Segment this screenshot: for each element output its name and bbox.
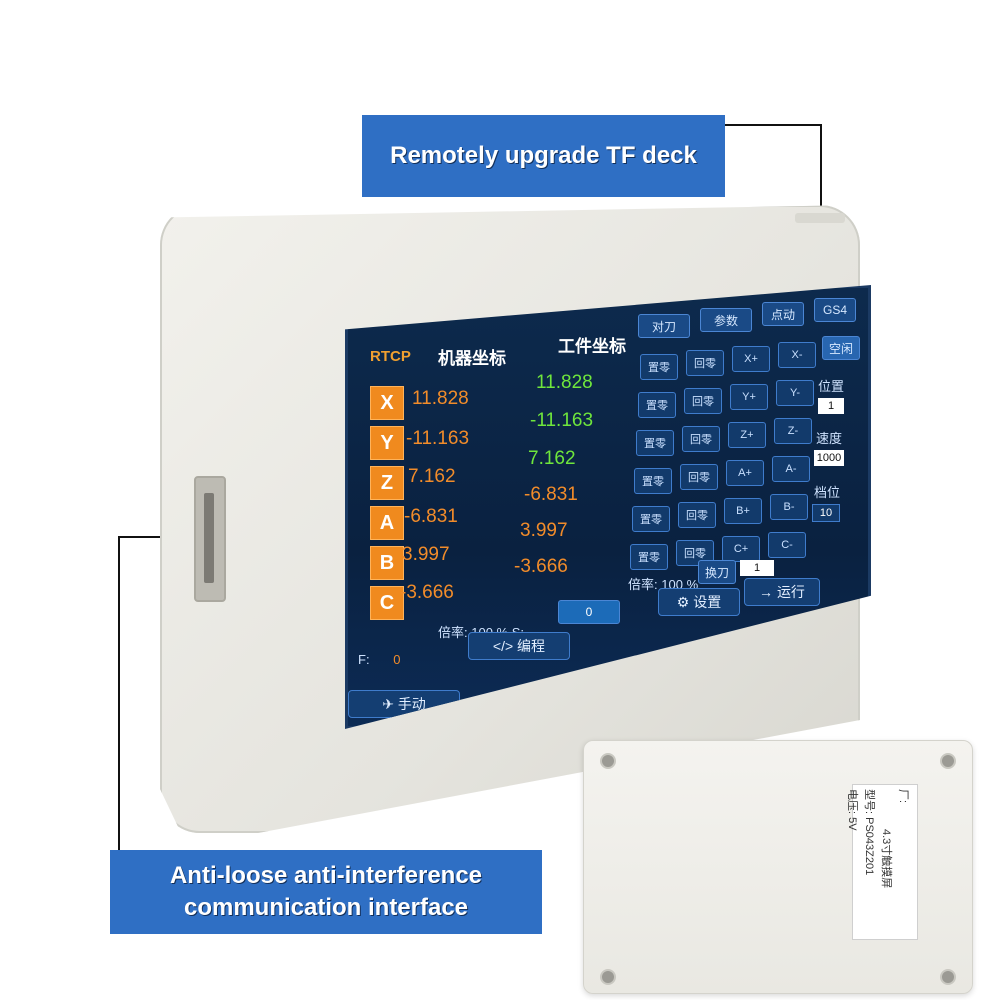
program-button[interactable]: </> 编程 bbox=[468, 632, 570, 660]
label-line-1: 厂: bbox=[897, 789, 909, 804]
product-label: 厂: 4.3寸触摸屏 型号: PS043Z201 电压: 5V bbox=[846, 784, 918, 940]
top-button-params[interactable]: 参数 bbox=[700, 308, 752, 332]
btn-zero-x[interactable]: 置零 bbox=[640, 354, 678, 380]
machine-value-x: 11.828 bbox=[412, 388, 469, 409]
btn-home-x[interactable]: 回零 bbox=[686, 350, 724, 376]
axis-label-a: A bbox=[370, 506, 404, 540]
btn-zero-b[interactable]: 置零 bbox=[632, 506, 670, 532]
leader-line-top-v bbox=[820, 124, 822, 218]
top-button-tool-set[interactable]: 对刀 bbox=[638, 314, 690, 338]
gear-label: 档位 bbox=[814, 485, 841, 500]
feed-label: F: 0 bbox=[358, 652, 401, 667]
btn-c-minus[interactable]: C- bbox=[768, 532, 806, 558]
axis-label-z: Z bbox=[370, 466, 404, 500]
tab-work-coords[interactable]: 工件坐标 bbox=[558, 337, 626, 356]
btn-b-plus[interactable]: B+ bbox=[724, 498, 762, 524]
btn-a-plus[interactable]: A+ bbox=[726, 460, 764, 486]
btn-home-y[interactable]: 回零 bbox=[684, 388, 722, 414]
tf-card-slot bbox=[795, 213, 845, 223]
tool-change-value[interactable]: 1 bbox=[740, 560, 774, 576]
btn-y-minus[interactable]: Y- bbox=[776, 380, 814, 406]
callout-interface-line2: communication interface bbox=[183, 894, 469, 921]
btn-x-plus[interactable]: X+ bbox=[732, 346, 770, 372]
btn-zero-c[interactable]: 置零 bbox=[630, 544, 668, 570]
btn-c-plus[interactable]: C+ bbox=[722, 536, 760, 562]
spindle-value[interactable]: 0 bbox=[558, 600, 620, 624]
machine-value-y: -11.163 bbox=[406, 428, 470, 449]
rate-unit: % bbox=[686, 577, 699, 592]
speed-label: 速度 bbox=[816, 431, 843, 446]
arrow-right-icon: → bbox=[759, 584, 777, 600]
gear-value[interactable]: 10 bbox=[812, 504, 840, 522]
screw-hole bbox=[940, 969, 956, 985]
speed-value[interactable]: 1000 bbox=[814, 450, 844, 466]
btn-home-b[interactable]: 回零 bbox=[678, 502, 716, 528]
work-value-x: 11.828 bbox=[536, 372, 593, 393]
btn-x-minus[interactable]: X- bbox=[778, 342, 816, 368]
leader-line-top-h bbox=[725, 124, 822, 126]
tab-machine-coords[interactable]: 机器坐标 bbox=[438, 349, 506, 368]
work-value-y: -11.163 bbox=[530, 410, 594, 431]
feed-value: 0 bbox=[393, 652, 401, 667]
screw-hole bbox=[940, 753, 956, 769]
product-label-text: 厂: 4.3寸触摸屏 型号: PS043Z201 电压: 5V bbox=[843, 789, 911, 935]
machine-value-c: -3.666 bbox=[400, 582, 454, 603]
screw-hole bbox=[600, 969, 616, 985]
settings-button[interactable]: ⚙ 设置 bbox=[658, 588, 740, 616]
btn-zero-z[interactable]: 置零 bbox=[636, 430, 674, 456]
status-idle-button[interactable]: 空闲 bbox=[822, 336, 860, 360]
callout-interface: Anti-loose anti-interference communicati… bbox=[110, 850, 542, 934]
axis-label-y: Y bbox=[370, 426, 404, 460]
btn-z-plus[interactable]: Z+ bbox=[728, 422, 766, 448]
btn-b-minus[interactable]: B- bbox=[770, 494, 808, 520]
label-line-3: 型号: PS043Z201 bbox=[863, 789, 875, 876]
machine-value-b: 3.997 bbox=[402, 544, 450, 565]
screw-hole bbox=[600, 753, 616, 769]
run-button[interactable]: → 运行 bbox=[744, 578, 820, 606]
axis-label-x: X bbox=[370, 386, 404, 420]
axis-label-c: C bbox=[370, 586, 404, 620]
position-label: 位置 bbox=[818, 379, 845, 394]
work-value-b: 3.997 bbox=[520, 520, 568, 541]
communication-port bbox=[194, 476, 226, 602]
work-value-a: -6.831 bbox=[524, 484, 578, 505]
tool-change-button[interactable]: 换刀 bbox=[698, 560, 736, 584]
label-line-4: 电压: 5V bbox=[846, 789, 858, 831]
callout-interface-line1: Anti-loose anti-interference bbox=[169, 862, 483, 889]
btn-zero-a[interactable]: 置零 bbox=[634, 468, 672, 494]
brand-rtcp: RTCP bbox=[370, 348, 411, 365]
leader-line-bottom-v bbox=[118, 536, 120, 850]
btn-zero-y[interactable]: 置零 bbox=[638, 392, 676, 418]
btn-y-plus[interactable]: Y+ bbox=[730, 384, 768, 410]
btn-home-a[interactable]: 回零 bbox=[680, 464, 718, 490]
btn-a-minus[interactable]: A- bbox=[772, 456, 810, 482]
top-button-jog[interactable]: 点动 bbox=[762, 302, 804, 326]
btn-z-minus[interactable]: Z- bbox=[774, 418, 812, 444]
machine-value-z: 7.162 bbox=[408, 466, 456, 487]
machine-value-a: -6.831 bbox=[404, 506, 458, 527]
label-line-2: 4.3寸触摸屏 bbox=[880, 829, 892, 889]
btn-home-z[interactable]: 回零 bbox=[682, 426, 720, 452]
gear-icon: ⚙ bbox=[676, 593, 694, 610]
top-button-gs4[interactable]: GS4 bbox=[814, 298, 856, 322]
callout-tf-deck: Remotely upgrade TF deck bbox=[362, 115, 725, 197]
work-value-z: 7.162 bbox=[528, 448, 576, 469]
axis-label-b: B bbox=[370, 546, 404, 580]
work-value-c: -3.666 bbox=[514, 556, 568, 577]
callout-tf-deck-text: Remotely upgrade TF deck bbox=[390, 142, 697, 169]
bird-icon: ✈ bbox=[382, 695, 398, 712]
position-value[interactable]: 1 bbox=[818, 398, 844, 414]
